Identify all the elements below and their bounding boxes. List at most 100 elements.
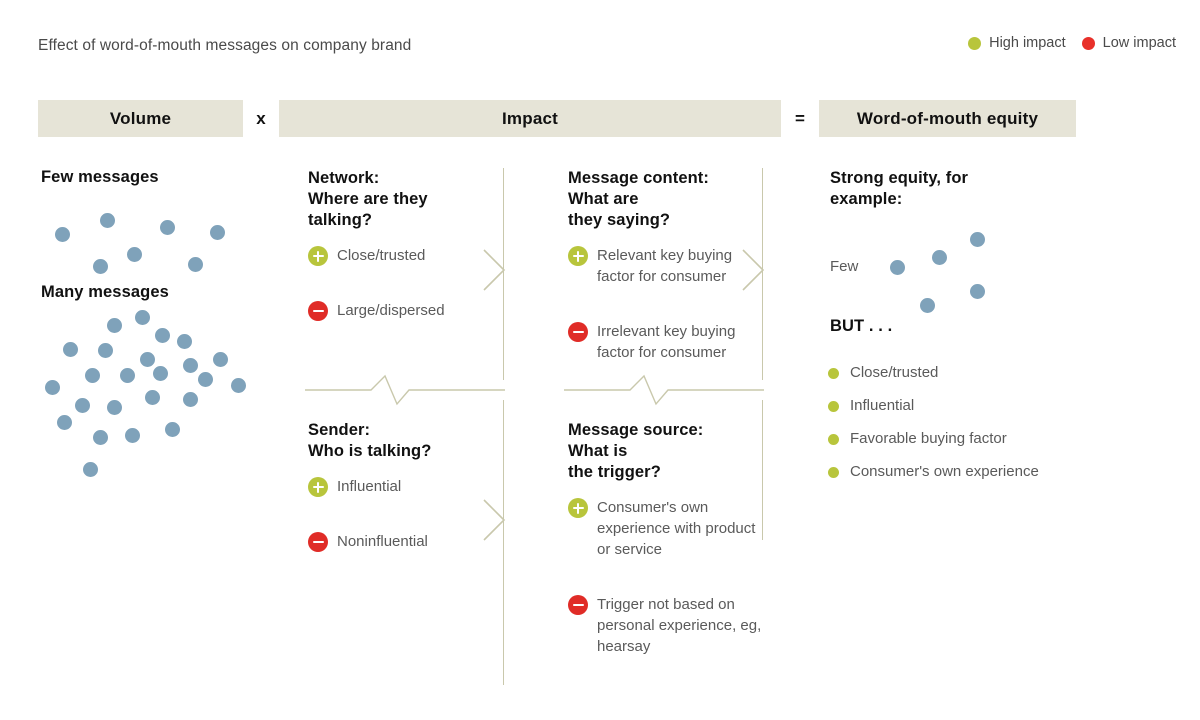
high-impact-dot-icon (828, 434, 839, 445)
impact-point-label: Influential (337, 478, 402, 495)
title-line: example: (830, 190, 903, 208)
message-dot (890, 260, 905, 275)
legend-label-high-impact: High impact (989, 35, 1066, 51)
divider-zigzag (564, 374, 764, 406)
message-dot (98, 343, 113, 358)
but-label: BUT . . . (830, 317, 893, 335)
minus-icon (568, 322, 588, 342)
impact-point-row: Consumer's own experience with product o… (568, 497, 768, 560)
band-operator-equals: = (795, 108, 805, 128)
message-dot (93, 430, 108, 445)
impact-point-row: Large/dispersed (308, 300, 498, 321)
title-line: Message source: (568, 421, 704, 439)
message-dot (231, 378, 246, 393)
message-dot (160, 220, 175, 235)
impact-point-row: Noninfluential (308, 531, 498, 552)
minus-icon (308, 301, 328, 321)
message-dot (177, 334, 192, 349)
divider-vertical-sender (503, 400, 505, 685)
legend-label-low-impact: Low impact (1102, 35, 1176, 51)
high-impact-dot-icon (828, 467, 839, 478)
title-line: the trigger? (568, 463, 661, 481)
equity-bullet-row: Consumer's own experience (828, 461, 1078, 482)
message-dot (970, 284, 985, 299)
impact-point-row: Trigger not based on personal experience… (568, 594, 768, 657)
band-volume: Volume (38, 100, 243, 137)
impact-point-label: Trigger not based on personal experience… (597, 596, 762, 655)
message-dot (83, 462, 98, 477)
impact-point-row: Influential (308, 476, 498, 497)
impact-point-label: Relevant key buying factor for consumer (597, 247, 733, 285)
equity-bullet-label: Close/trusted (850, 364, 939, 381)
message-dot (213, 352, 228, 367)
equity-bullet-row: Close/trusted (828, 362, 1078, 383)
message-dot (210, 225, 225, 240)
divider-vertical-network (503, 168, 505, 380)
impact-point-row: Close/trusted (308, 245, 498, 266)
title-line: Network: (308, 169, 380, 187)
message-dot (920, 298, 935, 313)
message-dot (55, 227, 70, 242)
title-line: Sender: (308, 421, 371, 439)
divider-vertical-content (762, 168, 764, 380)
equity-bullet-row: Favorable buying factor (828, 428, 1078, 449)
band-operator-times: x (256, 108, 266, 128)
message-dot (127, 247, 142, 262)
impact-point-label: Consumer's own experience with product o… (597, 499, 756, 558)
message-dot (63, 342, 78, 357)
title-line: Strong equity, for (830, 169, 969, 187)
message-dot (932, 250, 947, 265)
legend-item-high-impact: High impact (968, 35, 1066, 51)
title-line: Where are they (308, 190, 428, 208)
chevron-right-icon (742, 249, 765, 291)
impact-point-label: Irrelevant key buying factor for consume… (597, 323, 736, 361)
divider-vertical-source (762, 400, 764, 540)
legend: High impact Low impact (968, 35, 1176, 51)
message-dot (125, 428, 140, 443)
impact-point-label: Large/dispersed (337, 302, 445, 319)
message-dot (107, 400, 122, 415)
chevron-right-icon (483, 249, 506, 291)
equity-bullet-row: Influential (828, 395, 1078, 416)
message-dot (140, 352, 155, 367)
strong-equity-title: Strong equity, for example: (830, 168, 1060, 210)
message-dot (183, 392, 198, 407)
impact-point-label: Close/trusted (337, 247, 426, 264)
equity-bullet-label: Influential (850, 397, 915, 414)
equity-bullet-label: Consumer's own experience (850, 463, 1039, 480)
message-dot (188, 257, 203, 272)
message-dot (183, 358, 198, 373)
few-messages-dot-cluster (55, 195, 235, 280)
title-line: What are (568, 190, 639, 208)
message-dot (153, 366, 168, 381)
plus-icon (568, 498, 588, 518)
message-dot (198, 372, 213, 387)
message-dot (107, 318, 122, 333)
message-dot (145, 390, 160, 405)
title-line: Who is talking? (308, 442, 432, 460)
divider-zigzag (305, 374, 505, 406)
equation-band: Volume x Impact = Word-of-mouth equity (38, 100, 1076, 137)
impact-point-row: Relevant key buying factor for consumer (568, 245, 768, 287)
minus-icon (308, 532, 328, 552)
high-impact-dot-icon (828, 401, 839, 412)
impact-block-message-source-points: Consumer's own experience with product o… (568, 497, 768, 657)
plus-icon (308, 246, 328, 266)
message-dot (155, 328, 170, 343)
message-dot (57, 415, 72, 430)
plus-icon (568, 246, 588, 266)
message-dot (85, 368, 100, 383)
band-impact: Impact (279, 100, 781, 137)
high-impact-dot-icon (968, 36, 982, 50)
few-messages-label: Few messages (41, 168, 159, 186)
message-dot (75, 398, 90, 413)
message-dot (93, 259, 108, 274)
title-line: Message content: (568, 169, 709, 187)
